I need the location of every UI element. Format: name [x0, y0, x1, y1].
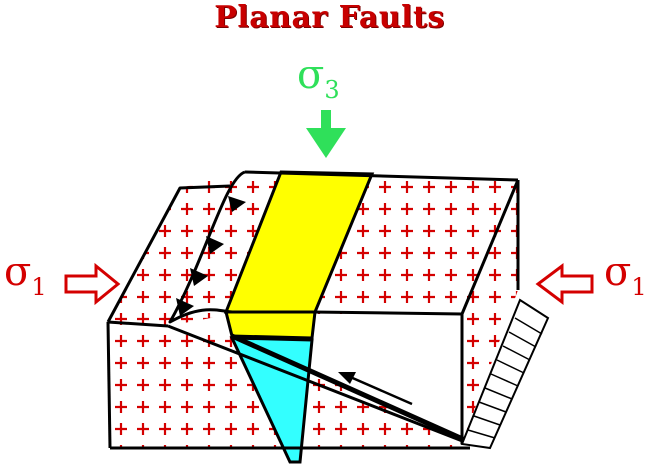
sigma1-right-arrow-left-outline-icon — [535, 263, 594, 305]
graben-front — [224, 310, 317, 340]
slip-arrow-icon — [338, 372, 413, 406]
sigma1-left-subscript: 1 — [31, 273, 47, 301]
sigma3-subscript: 3 — [324, 76, 340, 104]
block-outline — [106, 170, 520, 450]
sigma3-label: σ3 — [297, 55, 340, 110]
sigma3-arrow-down-icon — [306, 110, 346, 158]
thrust-teeth-icon — [176, 196, 246, 316]
sigma1-left-symbol: σ — [4, 249, 32, 295]
sigma1-left-arrow-right-outline-icon — [64, 262, 121, 306]
sigma3-symbol: σ — [297, 52, 325, 98]
sigma1-right-label: σ1 — [604, 252, 647, 307]
sigma1-right-subscript: 1 — [631, 273, 647, 301]
wedge — [229, 336, 314, 464]
sigma1-right-symbol: σ — [604, 249, 632, 295]
fault-surface-hatch — [460, 298, 550, 450]
right-face — [462, 180, 518, 444]
sigma1-left-label: σ1 — [4, 252, 47, 307]
diagram-title: Planar Faults — [214, 0, 445, 35]
